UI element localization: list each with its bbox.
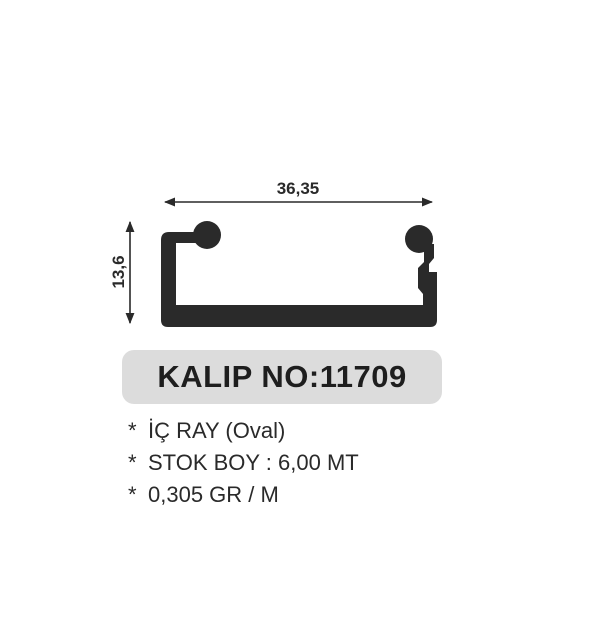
width-dimension: 36,35 (163, 179, 434, 207)
spec-text: 0,305 GR / M (148, 482, 279, 507)
spec-list: * İÇ RAY (Oval) * STOK BOY : 6,00 MT * 0,30… (128, 415, 359, 511)
spec-item-type: * İÇ RAY (Oval) (128, 415, 359, 447)
profile-base (161, 305, 437, 327)
spec-bullet: * (128, 418, 137, 443)
spec-text: İÇ RAY (Oval) (148, 418, 286, 443)
mold-number-badge: KALIP NO:11709 (122, 350, 442, 404)
spec-item-weight: * 0,305 GR / M (128, 479, 359, 511)
spec-text: STOK BOY : 6,00 MT (148, 450, 359, 475)
profile-drawing: 36,35 13,6 (109, 179, 437, 327)
profile-right-wall (418, 244, 437, 310)
profile-right-bead (405, 225, 433, 253)
height-dimension-label: 13,6 (109, 255, 128, 288)
profile-left-section (161, 232, 204, 309)
spec-bullet: * (128, 482, 137, 507)
height-dimension: 13,6 (109, 220, 135, 325)
spec-item-stock-length: * STOK BOY : 6,00 MT (128, 447, 359, 479)
spec-bullet: * (128, 450, 137, 475)
mold-number-title: KALIP NO:11709 (157, 359, 407, 394)
width-dimension-label: 36,35 (277, 179, 320, 198)
profile-left-bead (193, 221, 221, 249)
rail-profile (161, 221, 437, 327)
